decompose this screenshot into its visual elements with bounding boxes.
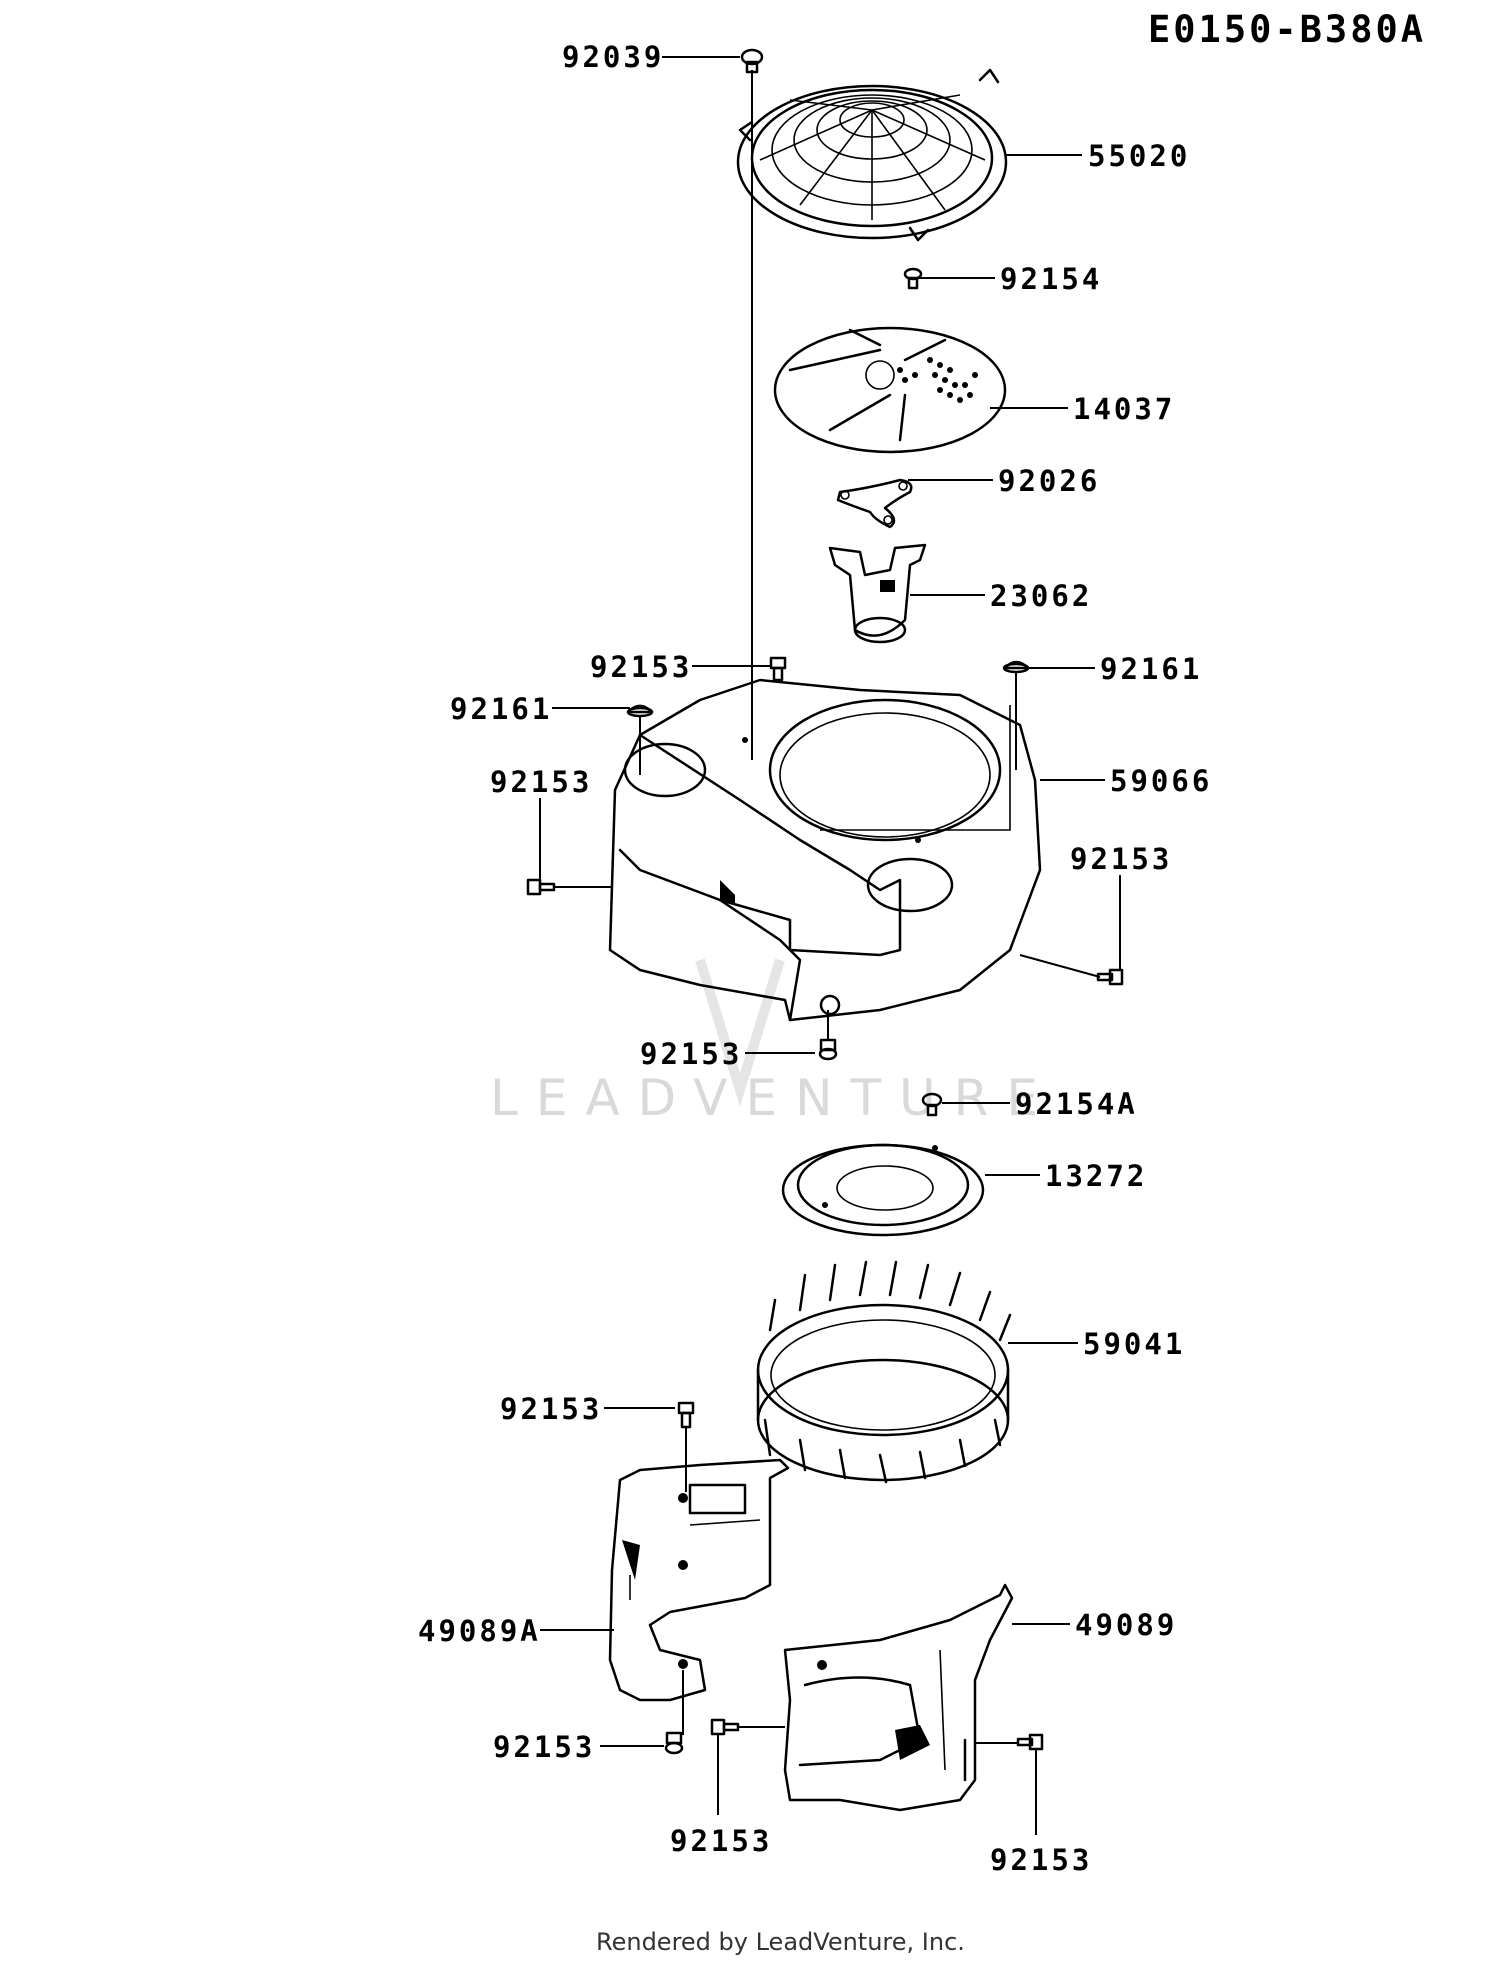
part-59041-fan[interactable]	[756, 1260, 1012, 1484]
callout-92153-lowleft[interactable]: 92153	[493, 1730, 595, 1764]
callout-92153-left[interactable]: 92153	[490, 765, 592, 799]
callout-49089A[interactable]: 49089A	[418, 1614, 541, 1648]
part-14037-plate[interactable]	[773, 326, 1007, 454]
callout-49089[interactable]: 49089	[1075, 1608, 1177, 1642]
part-92161-cap-left[interactable]	[626, 704, 654, 718]
leader-lines	[539, 56, 1121, 1835]
part-59066-housing[interactable]	[608, 678, 1042, 1022]
part-23062-holder[interactable]	[828, 543, 927, 644]
callout-14037[interactable]: 14037	[1073, 392, 1175, 426]
part-92153-bolt-lowmid[interactable]	[710, 1718, 740, 1736]
callout-92153-right[interactable]: 92153	[1070, 842, 1172, 876]
part-92039-screw[interactable]	[740, 48, 764, 74]
callout-92153-bottom[interactable]: 92153	[640, 1037, 742, 1071]
callout-92153-lowmid[interactable]: 92153	[670, 1824, 772, 1858]
callout-92039[interactable]: 92039	[562, 40, 664, 74]
watermark-logo-icon	[695, 958, 785, 1108]
part-49089-shroud[interactable]	[783, 1583, 1014, 1812]
callout-92153-shroud[interactable]: 92153	[500, 1392, 602, 1426]
callout-92154[interactable]: 92154	[1000, 262, 1102, 296]
callout-92161-right[interactable]: 92161	[1100, 652, 1202, 686]
callout-92161-left[interactable]: 92161	[450, 692, 552, 726]
part-55020-screen[interactable]	[736, 68, 1008, 242]
part-92161-cap-right[interactable]	[1002, 660, 1030, 674]
callout-59041[interactable]: 59041	[1083, 1327, 1185, 1361]
part-92026-plate[interactable]	[836, 478, 913, 529]
part-49089A-shroud[interactable]	[608, 1458, 790, 1702]
callout-59066[interactable]: 59066	[1110, 764, 1212, 798]
part-92153-bolt-bottom[interactable]	[818, 1038, 838, 1061]
watermark: LEADVENTURE	[490, 1069, 1056, 1127]
callout-92154A[interactable]: 92154A	[1015, 1087, 1138, 1121]
callout-92026[interactable]: 92026	[998, 464, 1100, 498]
callout-92153-top[interactable]: 92153	[590, 650, 692, 684]
callout-13272[interactable]: 13272	[1045, 1159, 1147, 1193]
part-92154A-bolt[interactable]	[921, 1092, 943, 1117]
part-13272-plate[interactable]	[781, 1143, 985, 1237]
part-92153-bolt-shroud[interactable]	[677, 1401, 695, 1429]
part-92153-bolt-lowright[interactable]	[1016, 1733, 1044, 1751]
part-92153-bolt-top[interactable]	[769, 656, 787, 682]
callout-55020[interactable]: 55020	[1088, 139, 1190, 173]
part-92153-bolt-lowleft[interactable]	[664, 1731, 684, 1755]
callout-23062[interactable]: 23062	[990, 579, 1092, 613]
part-92153-bolt-left[interactable]	[526, 878, 556, 896]
part-92153-bolt-right[interactable]	[1096, 968, 1124, 986]
callout-92153-lowright[interactable]: 92153	[990, 1843, 1092, 1877]
diagram-code: E0150-B380A	[1148, 8, 1426, 51]
footer-credit: Rendered by LeadVenture, Inc.	[596, 1928, 965, 1956]
